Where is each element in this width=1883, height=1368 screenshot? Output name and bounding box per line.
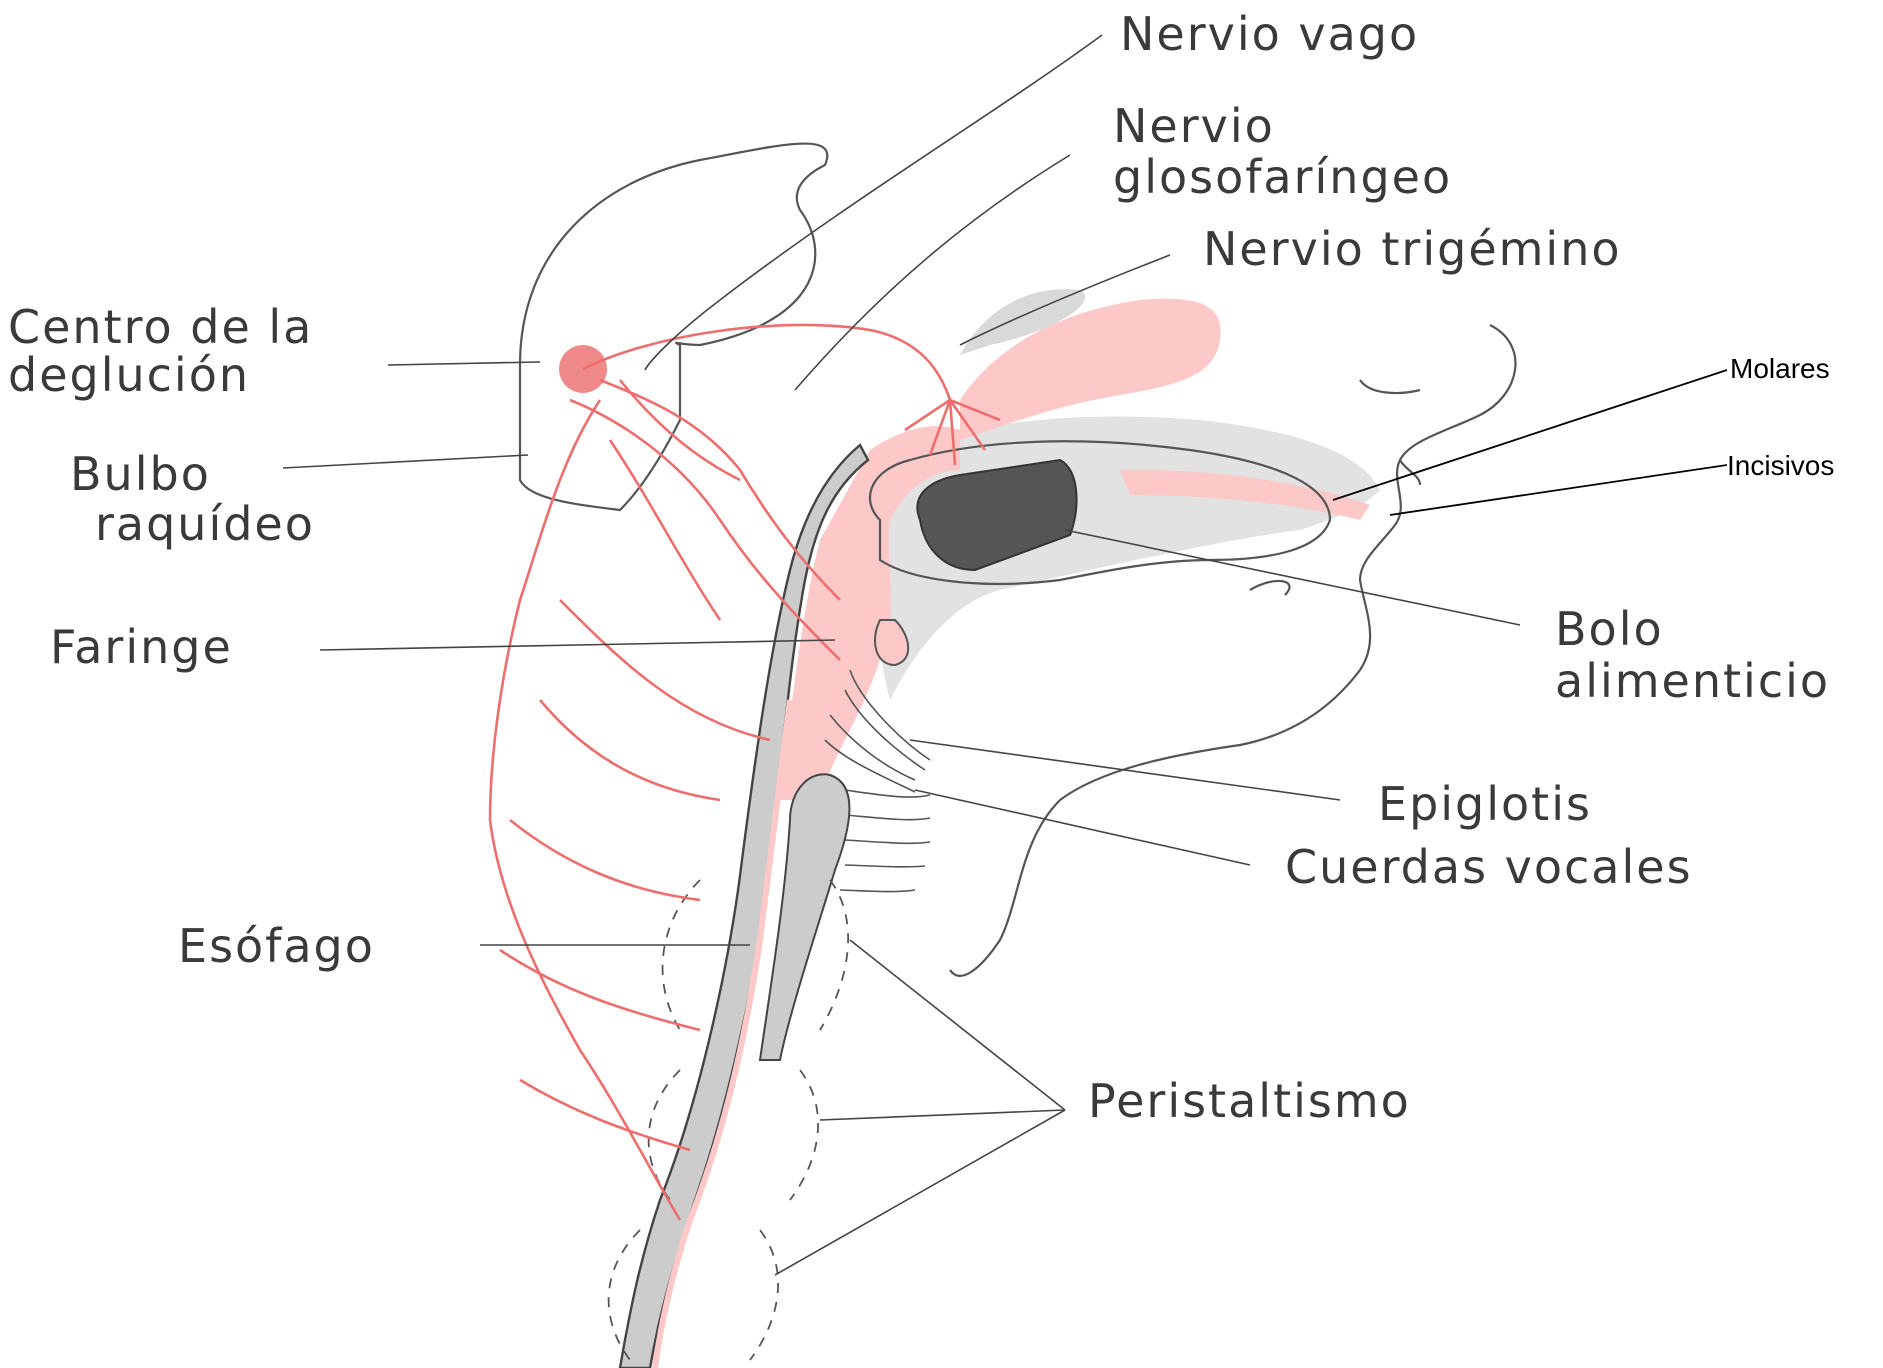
label-nervio-trigemino: Nervio trigémino [1203,222,1622,276]
label-centro-deglucion-1: Centro de la [8,300,313,354]
label-incisivos: Incisivos [1727,450,1834,481]
label-bulbo-2: raquídeo [95,497,315,551]
label-bolo-1: Bolo [1555,602,1664,656]
brain-medulla-outline [520,144,827,510]
label-nervio-vago: Nervio vago [1120,7,1419,61]
leader-lines [283,35,1727,1275]
label-esofago: Esófago [178,919,375,973]
label-peristaltismo: Peristaltismo [1088,1074,1411,1128]
label-bulbo-1: Bulbo [70,447,211,501]
vocal-cords [840,790,930,892]
label-faringe: Faringe [50,620,233,674]
label-bolo-2: alimenticio [1555,654,1830,708]
label-epiglotis: Epiglotis [1378,777,1592,831]
label-molares: Molares [1730,353,1830,384]
label-nervio-glosofaringeo-2: glosofaríngeo [1113,150,1452,204]
label-nervio-glosofaringeo-1: Nervio [1113,99,1275,153]
label-cuerdas-vocales: Cuerdas vocales [1285,840,1693,894]
label-centro-deglucion-2: deglución [8,348,250,402]
